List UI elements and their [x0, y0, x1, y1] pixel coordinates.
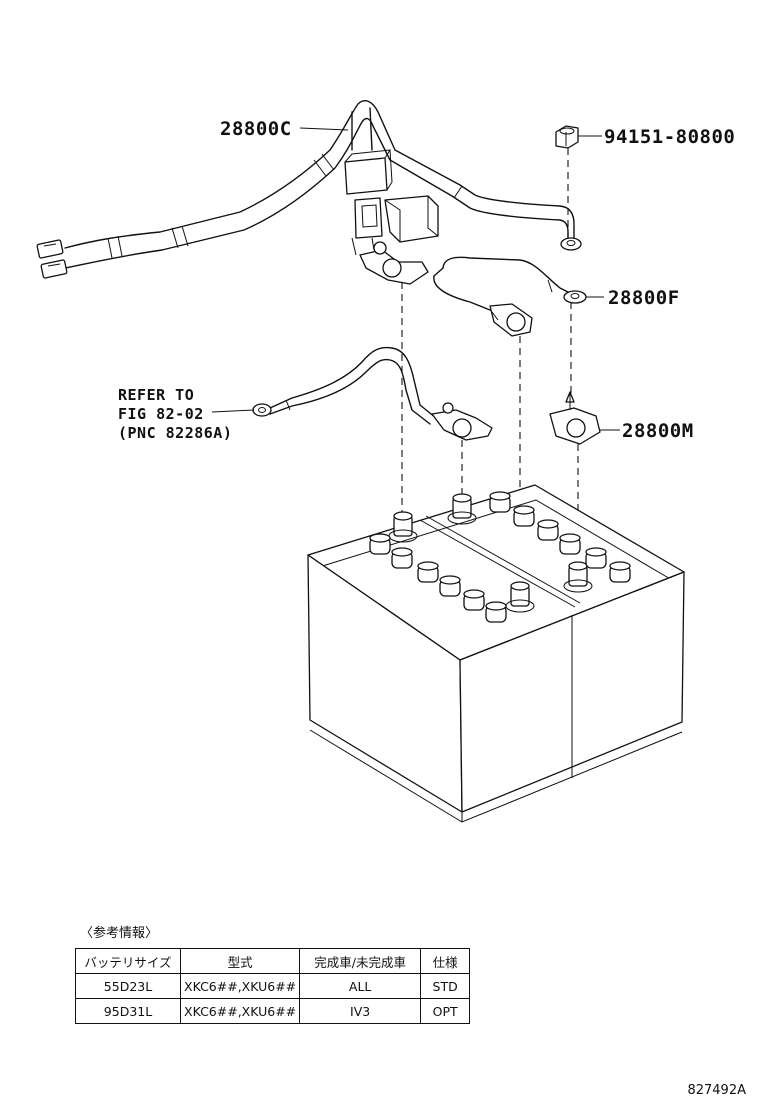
negative-cable	[252, 346, 493, 441]
vent-caps	[369, 491, 631, 623]
refer-to-note: REFER TO FIG 82-02 (PNC 82286A)	[118, 386, 232, 443]
battery-spec-table: バッテリサイズ 型式 完成車/未完成車 仕様 55D23L XKC6##,XKU…	[75, 948, 471, 1024]
assembly-guide-lines	[401, 148, 579, 590]
table-row: 55D23L XKC6##,XKU6## ALL STD	[75, 973, 471, 999]
refer-line-1: REFER TO	[118, 386, 195, 404]
wire-harness-28800c	[36, 100, 582, 285]
cell-vehicle-status: ALL	[299, 973, 422, 999]
battery-cable-28800f	[433, 256, 587, 337]
diagram-id: 827492A	[687, 1083, 746, 1098]
header-battery-size: バッテリサイズ	[75, 948, 181, 974]
callout-28800f: 28800F	[608, 287, 680, 309]
cell-battery-size: 55D23L	[75, 973, 181, 999]
cell-battery-size: 95D31L	[75, 998, 181, 1024]
callout-28800m: 28800M	[622, 420, 694, 442]
reference-info-caption: 〈参考情報〉	[80, 926, 159, 941]
battery-case	[307, 484, 685, 823]
callout-28800c: 28800C	[220, 118, 292, 140]
header-vehicle-status: 完成車/未完成車	[299, 948, 422, 974]
cell-model: XKC6##,XKU6##	[179, 998, 301, 1024]
cell-spec: STD	[420, 973, 471, 999]
cell-model: XKC6##,XKU6##	[179, 973, 301, 999]
table-header-row: バッテリサイズ 型式 完成車/未完成車 仕様	[75, 948, 471, 974]
leader-lines	[211, 127, 620, 431]
table-row: 95D31L XKC6##,XKU6## IV3 OPT	[75, 998, 471, 1024]
cell-vehicle-status: IV3	[299, 998, 422, 1024]
callout-94151-80800: 94151-80800	[604, 126, 736, 148]
refer-line-2: FIG 82-02	[118, 405, 204, 423]
cell-spec: OPT	[420, 998, 471, 1024]
terminal-28800m	[549, 391, 601, 445]
nut-94151-80800	[555, 125, 579, 149]
header-spec: 仕様	[420, 948, 471, 974]
refer-line-3: (PNC 82286A)	[118, 424, 233, 442]
header-model: 型式	[179, 948, 301, 974]
